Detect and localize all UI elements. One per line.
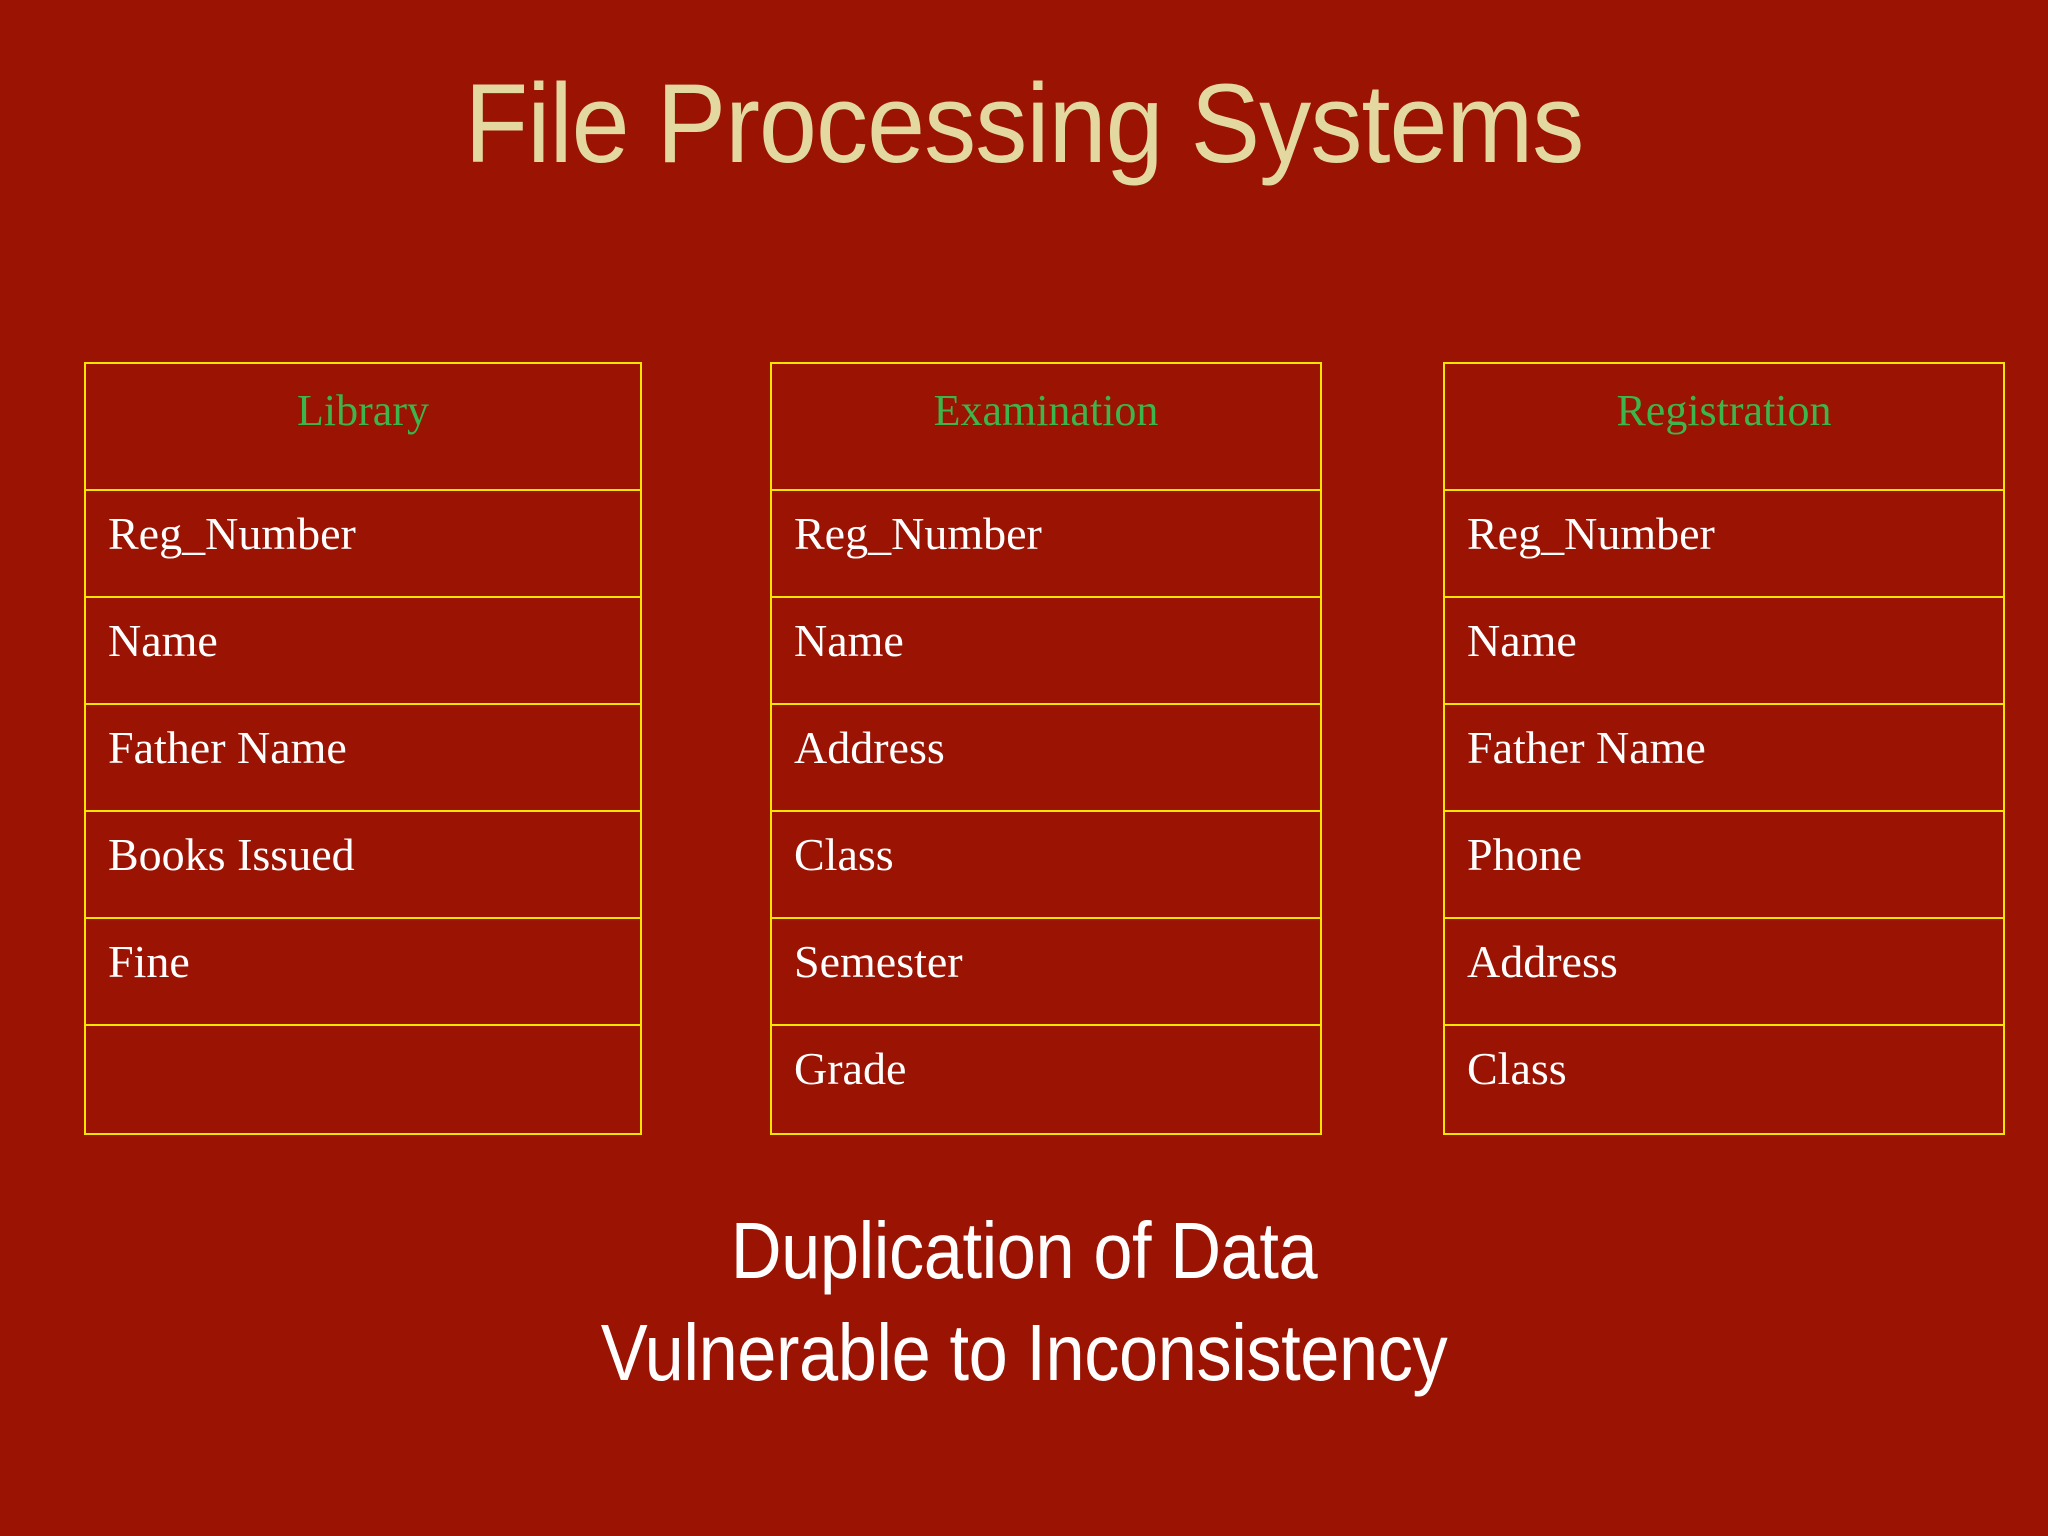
table-row: Phone: [1445, 812, 2003, 919]
summary-points: Duplication of Data Vulnerable to Incons…: [0, 1200, 2048, 1405]
table-cell: Name: [1467, 615, 1577, 666]
table-cell: Phone: [1467, 829, 1582, 880]
table-row: Father Name: [86, 705, 640, 812]
table-row: Reg_Number: [86, 491, 640, 598]
table-cell: Address: [794, 722, 945, 773]
entity-tables-container: Library Reg_Number Name Father Name Book…: [0, 362, 2048, 1135]
entity-table-library: Library Reg_Number Name Father Name Book…: [84, 362, 642, 1135]
table-row: Address: [1445, 919, 2003, 1026]
table-row: Semester: [772, 919, 1320, 1026]
table-row: Father Name: [1445, 705, 2003, 812]
entity-table-registration: Registration Reg_Number Name Father Name…: [1443, 362, 2005, 1135]
table-header-row: Examination: [772, 364, 1320, 491]
entity-table-examination: Examination Reg_Number Name Address Clas…: [770, 362, 1322, 1135]
table-row: Class: [1445, 1026, 2003, 1133]
table-cell: Class: [794, 829, 894, 880]
table-header-row: Library: [86, 364, 640, 491]
table-cell: Address: [1467, 936, 1618, 987]
table-row: Name: [86, 598, 640, 705]
table-row-empty: [86, 1026, 640, 1133]
table-row: Address: [772, 705, 1320, 812]
table-row: Books Issued: [86, 812, 640, 919]
table-row: Name: [1445, 598, 2003, 705]
table-cell: Reg_Number: [108, 508, 356, 559]
summary-point-inconsistency: Vulnerable to Inconsistency: [600, 1308, 1448, 1398]
table-cell: Name: [108, 615, 218, 666]
table-cell: Reg_Number: [1467, 508, 1715, 559]
summary-point-duplication: Duplication of Data: [730, 1206, 1318, 1295]
table-title: Examination: [933, 386, 1159, 435]
table-title: Registration: [1616, 386, 1832, 435]
table-cell: Books Issued: [108, 829, 355, 880]
table-cell: Class: [1467, 1043, 1567, 1094]
table-cell: Semester: [794, 936, 963, 987]
table-cell: Fine: [108, 936, 190, 987]
table-title: Library: [297, 386, 429, 435]
table-cell: Grade: [794, 1043, 907, 1094]
table-row: Grade: [772, 1026, 1320, 1133]
table-header-row: Registration: [1445, 364, 2003, 491]
table-cell: Father Name: [1467, 722, 1706, 773]
table-row: Reg_Number: [772, 491, 1320, 598]
table-cell: Reg_Number: [794, 508, 1042, 559]
table-row: Fine: [86, 919, 640, 1026]
table-row: Reg_Number: [1445, 491, 2003, 598]
table-row: Class: [772, 812, 1320, 919]
table-cell: Name: [794, 615, 904, 666]
table-cell: Father Name: [108, 722, 347, 773]
table-row: Name: [772, 598, 1320, 705]
page-title: File Processing Systems: [464, 61, 1585, 186]
